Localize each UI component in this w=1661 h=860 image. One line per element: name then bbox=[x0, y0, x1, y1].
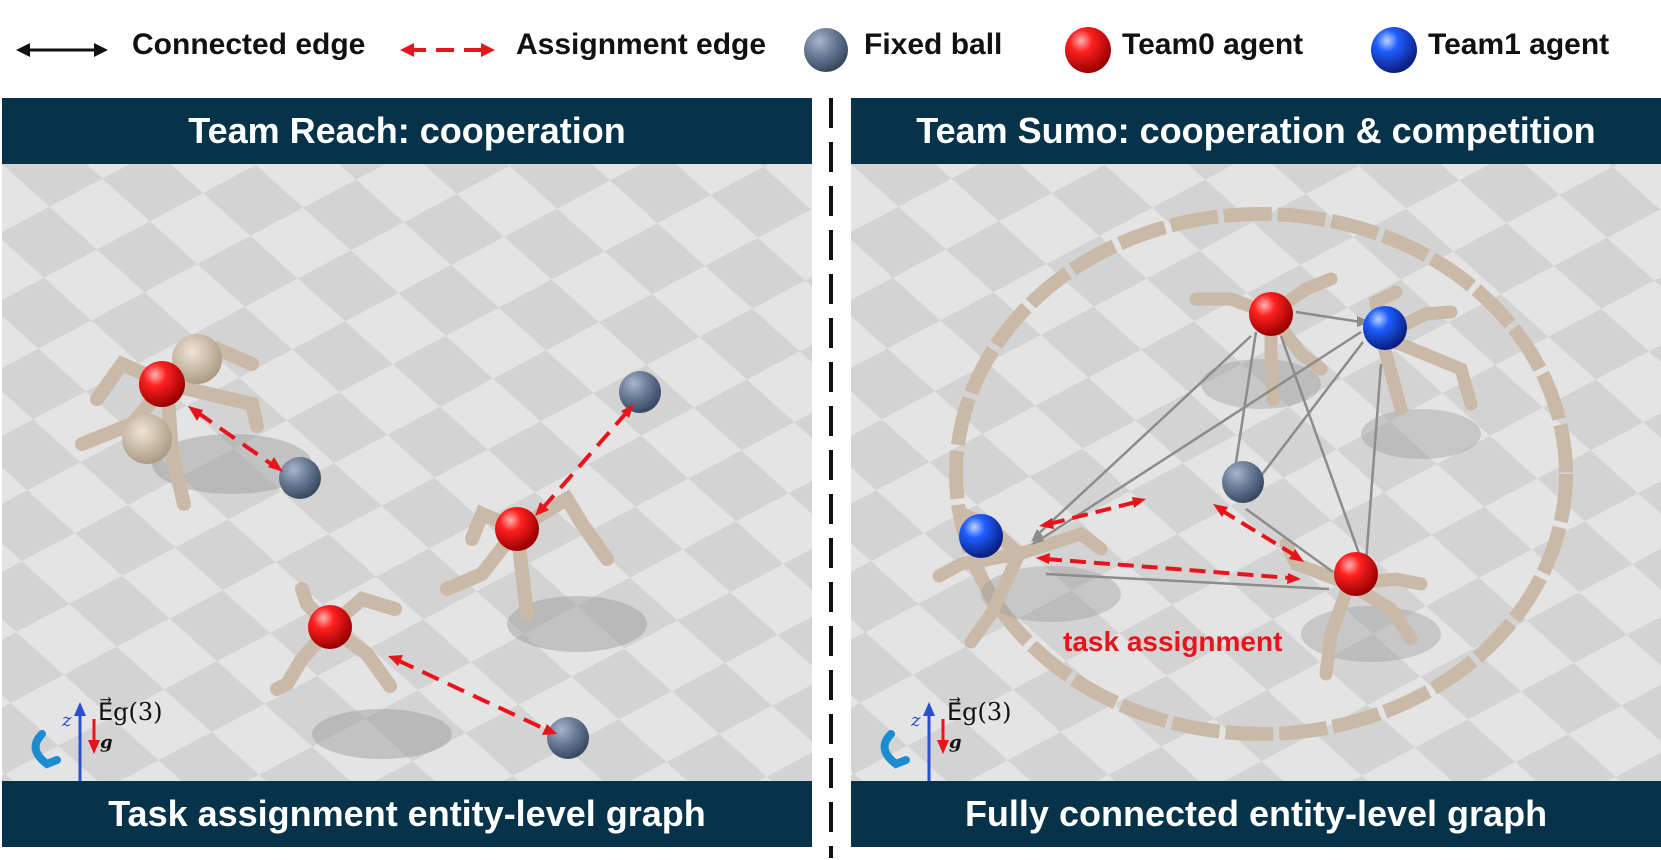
connected-edge-icon bbox=[16, 43, 108, 57]
connected-edges bbox=[1035, 310, 1383, 591]
team0-agent bbox=[495, 507, 539, 551]
fixed-ball bbox=[1222, 461, 1264, 503]
fully-connected-graph-caption: Fully connected entity-level graph bbox=[851, 781, 1661, 847]
team0-agent-icon bbox=[1065, 27, 1111, 73]
fixed-ball-icon bbox=[804, 28, 848, 72]
equivariance-group-label: E⃗g(3) bbox=[98, 698, 163, 726]
checker-floor bbox=[2, 164, 812, 781]
team-sumo-title: Team Sumo: cooperation & competition bbox=[851, 98, 1661, 164]
legend-team0-agent-label: Team0 agent bbox=[1122, 28, 1304, 61]
team1-agent bbox=[959, 514, 1003, 558]
fixed-ball bbox=[547, 717, 589, 759]
team-reach-title: Team Reach: cooperation bbox=[2, 98, 812, 164]
axis-z-label: z bbox=[910, 710, 921, 731]
team0-agent bbox=[1334, 552, 1378, 596]
fixed-ball bbox=[279, 457, 321, 499]
legend: Connected edge Assignment edge Fixed bal… bbox=[0, 0, 1661, 96]
task-assignment-graph-caption: Task assignment entity-level graph bbox=[2, 781, 812, 847]
robot-shadows bbox=[152, 434, 647, 759]
gravity-label: g bbox=[949, 732, 962, 753]
legend-team1-agent-label: Team1 agent bbox=[1428, 28, 1610, 61]
team-reach-scene: z x y g bbox=[2, 164, 812, 781]
coordinate-frame bbox=[880, 702, 949, 781]
arena-ring bbox=[949, 207, 1573, 741]
legend-graphics bbox=[16, 27, 1417, 73]
assignment-arrowheads bbox=[188, 404, 634, 735]
assignment-edges bbox=[195, 410, 629, 732]
panel-divider bbox=[829, 98, 833, 858]
gravity-label: g bbox=[100, 732, 113, 753]
assignment-edge-icon bbox=[400, 43, 495, 57]
team0-agent bbox=[1249, 292, 1293, 336]
fixed-ball bbox=[619, 371, 661, 413]
assignment-edges bbox=[1045, 500, 1298, 580]
ant-robot bbox=[75, 334, 264, 511]
team1-agent-icon bbox=[1371, 27, 1417, 73]
team1-agent bbox=[1363, 306, 1407, 350]
assignment-arrowheads bbox=[1036, 497, 1304, 584]
equivariance-group-label: E⃗g(3) bbox=[947, 698, 1012, 726]
legend-fixed-ball-label: Fixed ball bbox=[864, 28, 1003, 61]
team-sumo-scene: z x y g bbox=[851, 164, 1661, 781]
team0-agent bbox=[308, 605, 352, 649]
coordinate-frame bbox=[31, 702, 100, 781]
team0-agent bbox=[139, 361, 185, 407]
legend-assignment-edge-label: Assignment edge bbox=[516, 28, 767, 61]
legend-connected-edge-label: Connected edge bbox=[132, 28, 366, 61]
axis-z-label: z bbox=[61, 710, 72, 731]
team-reach-panel: Team Reach: cooperation bbox=[2, 98, 812, 847]
team-sumo-panel: Team Sumo: cooperation & competition bbox=[851, 98, 1661, 847]
task-assignment-annotation: task assignment bbox=[1063, 626, 1283, 657]
